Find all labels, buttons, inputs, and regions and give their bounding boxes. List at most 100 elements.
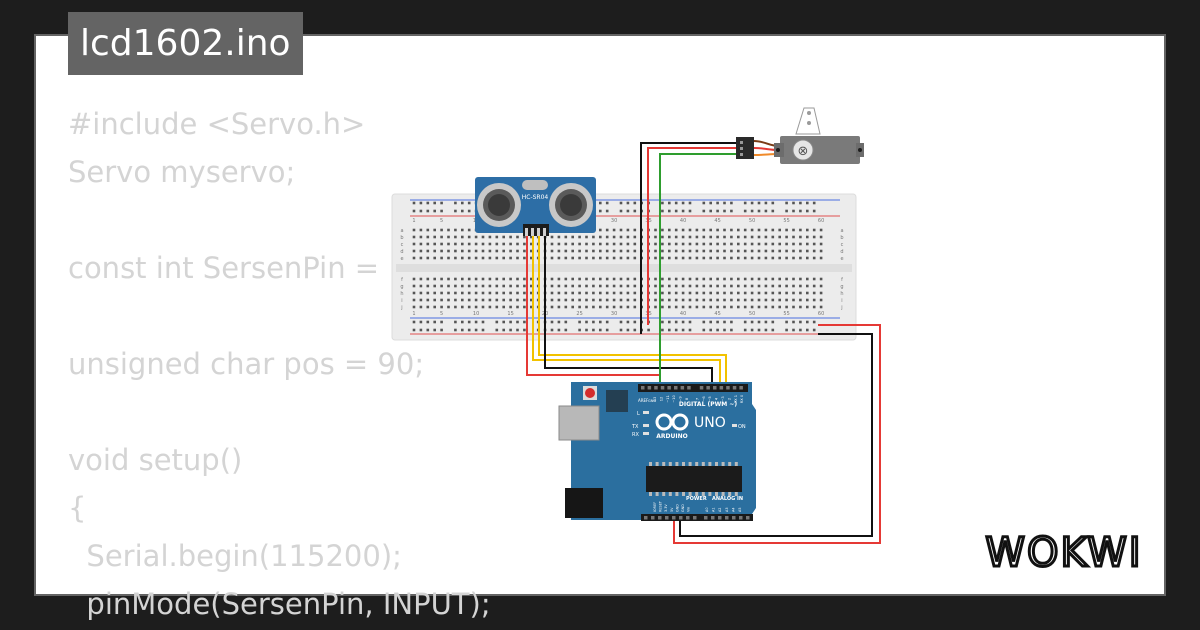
breadboard-column-number: 50 [749, 311, 755, 317]
wire-power-red [673, 324, 881, 544]
power-pin-label: GND [681, 504, 685, 512]
power-pin-label: 5V [670, 507, 674, 512]
arduino-model: UNO [694, 415, 726, 431]
code-line: unsigned char pos = 90; [68, 347, 425, 381]
breadboard-row-letter: a [400, 228, 403, 234]
breadboard-column-number: 50 [749, 218, 755, 224]
digital-pin-label: ~11 [666, 395, 670, 403]
analog-pin-label: A1 [712, 508, 716, 512]
breadboard-column-number: 5 [440, 218, 443, 224]
sensor-label: HC-SR04 [522, 194, 549, 201]
breadboard-row-letter: b [400, 235, 403, 241]
breadboard-row-letter: d [840, 249, 843, 255]
power-label: POWER [686, 496, 707, 502]
breadboard-column-number: 25 [576, 311, 582, 317]
breadboard-row-letter: c [401, 242, 404, 248]
arduino-infinity-logo [655, 413, 689, 431]
breadboard-row-letter: f [401, 277, 403, 283]
digital-pin-label: ~3 [721, 396, 725, 401]
breadboard-row-letter: i [401, 298, 402, 304]
power-pin-label: Vin [687, 507, 691, 512]
breadboard-row-letter: c [841, 242, 844, 248]
digital-pin-label: ~5 [708, 396, 712, 401]
breadboard-row-letter: h [840, 291, 843, 297]
file-title: lcd1602.ino [68, 12, 303, 75]
wire-sensor-vcc [526, 236, 660, 376]
digital-pin-label: 4 [715, 397, 719, 400]
led-rx-label: RX [632, 432, 639, 438]
code-line: { [68, 491, 87, 525]
code-line: #include <Servo.h> [68, 107, 366, 141]
wokwi-logo-text: WOKWI [985, 530, 1142, 576]
wire-servo-gnd [640, 142, 742, 334]
power-pin-label: IOREF [653, 502, 657, 512]
digital-pin-label: TX 1 [734, 395, 738, 404]
analog-pin-label: A4 [731, 508, 735, 512]
breadboard-column-number: 55 [783, 218, 789, 224]
code-line: void setup() [68, 443, 243, 477]
wokwi-logo: WOKWI [984, 529, 1142, 578]
code-line: Serial.begin(115200); [68, 539, 402, 573]
breadboard-column-number: 55 [783, 311, 789, 317]
usb-port [558, 405, 600, 441]
breadboard-row-letter: d [400, 249, 403, 255]
breadboard-column-number: 60 [818, 218, 824, 224]
digital-pin-label: 13 [653, 397, 657, 402]
breadboard-column-number: 40 [680, 218, 686, 224]
analog-label: ANALOG IN [712, 496, 743, 502]
breadboard-column-number: 30 [611, 218, 617, 224]
breadboard-row-letter: h [400, 291, 403, 297]
reset-button[interactable] [585, 388, 595, 398]
servo-motor[interactable]: ⊗ [736, 107, 864, 164]
digital-pin-label: ~10 [672, 394, 676, 402]
breadboard[interactable]: 1155101015152020252530303535404045455050… [391, 193, 857, 341]
breadboard-row-letter: e [400, 256, 403, 262]
wire-power-black [679, 333, 873, 537]
wire-servo-signal [659, 153, 742, 386]
power-pin-label: 3.3V [664, 504, 668, 512]
breadboard-column-number: 40 [680, 311, 686, 317]
breadboard-column-number: 5 [440, 311, 443, 317]
svg-text:⊗: ⊗ [798, 144, 809, 159]
breadboard-row-letter: a [840, 228, 843, 234]
arduino-brand: ARDUINO [656, 433, 687, 440]
digital-pin-label: 8 [685, 397, 689, 400]
gnd-label: GND [648, 399, 656, 403]
on-label: ON [738, 424, 746, 430]
power-jack [565, 488, 603, 518]
digital-pin-label: RX 0 [740, 394, 744, 403]
breadboard-row-letter: e [840, 256, 843, 262]
digital-pin-label: 7 [695, 398, 699, 400]
ultrasonic-sensor[interactable]: HC-SR04 [475, 177, 596, 236]
breadboard-row-letter: i [841, 298, 842, 304]
breadboard-row-letter: j [840, 305, 842, 311]
wire-sensor-gnd [544, 236, 713, 384]
breadboard-row-letter: f [841, 277, 843, 283]
breadboard-row-letter: j [400, 305, 402, 311]
code-line: const int SersenPin = [68, 251, 380, 285]
led-tx-label: TX [631, 424, 639, 430]
breadboard-column-number: 30 [611, 311, 617, 317]
breadboard-column-number: 1 [412, 218, 415, 224]
wire-servo-vcc [647, 147, 742, 325]
analog-pin-label: A0 [705, 508, 709, 512]
wire-sensor-echo [538, 236, 727, 384]
breadboard-column-number: 1 [412, 311, 415, 317]
code-line: Servo myservo; [68, 155, 296, 189]
breadboard-column-number: 10 [473, 311, 479, 317]
code-line: pinMode(SersenPin, INPUT); [68, 587, 491, 621]
breadboard-row-letter: b [840, 235, 843, 241]
breadboard-column-number: 45 [714, 311, 720, 317]
aref-label: AREF [638, 398, 649, 403]
wires [526, 142, 881, 544]
breadboard-row-letter: g [400, 284, 403, 290]
digital-pin-label: 2 [727, 398, 731, 400]
wire-sensor-trig [532, 236, 721, 384]
breadboard-row-letter: g [840, 284, 843, 290]
breadboard-column-number: 60 [818, 311, 824, 317]
